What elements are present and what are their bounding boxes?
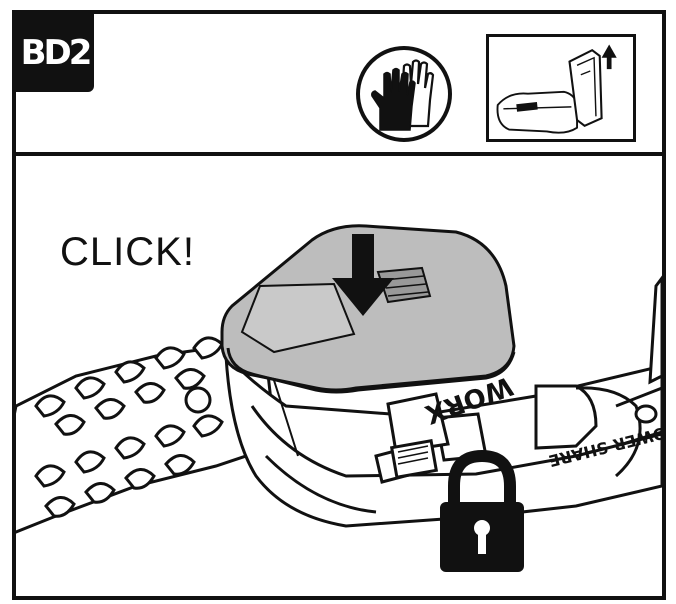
lock-icon <box>440 449 524 572</box>
step-badge: BD2 <box>16 14 94 92</box>
blade-teeth-lower <box>34 414 224 518</box>
hedge-trimmer-illustration: POWER SHARE WORX <box>16 224 662 572</box>
gloves-icon <box>356 46 452 142</box>
click-caption: CLICK! <box>60 230 195 274</box>
instruction-frame: BD2 <box>12 10 666 600</box>
battery-removal-inset-icon <box>486 34 636 142</box>
down-arrow-icon <box>332 234 394 316</box>
instruction-header: BD2 <box>16 14 662 156</box>
blade-teeth-upper <box>34 336 224 436</box>
tool-body <box>224 275 662 528</box>
illustration-panel: POWER SHARE WORX CL <box>16 156 662 596</box>
